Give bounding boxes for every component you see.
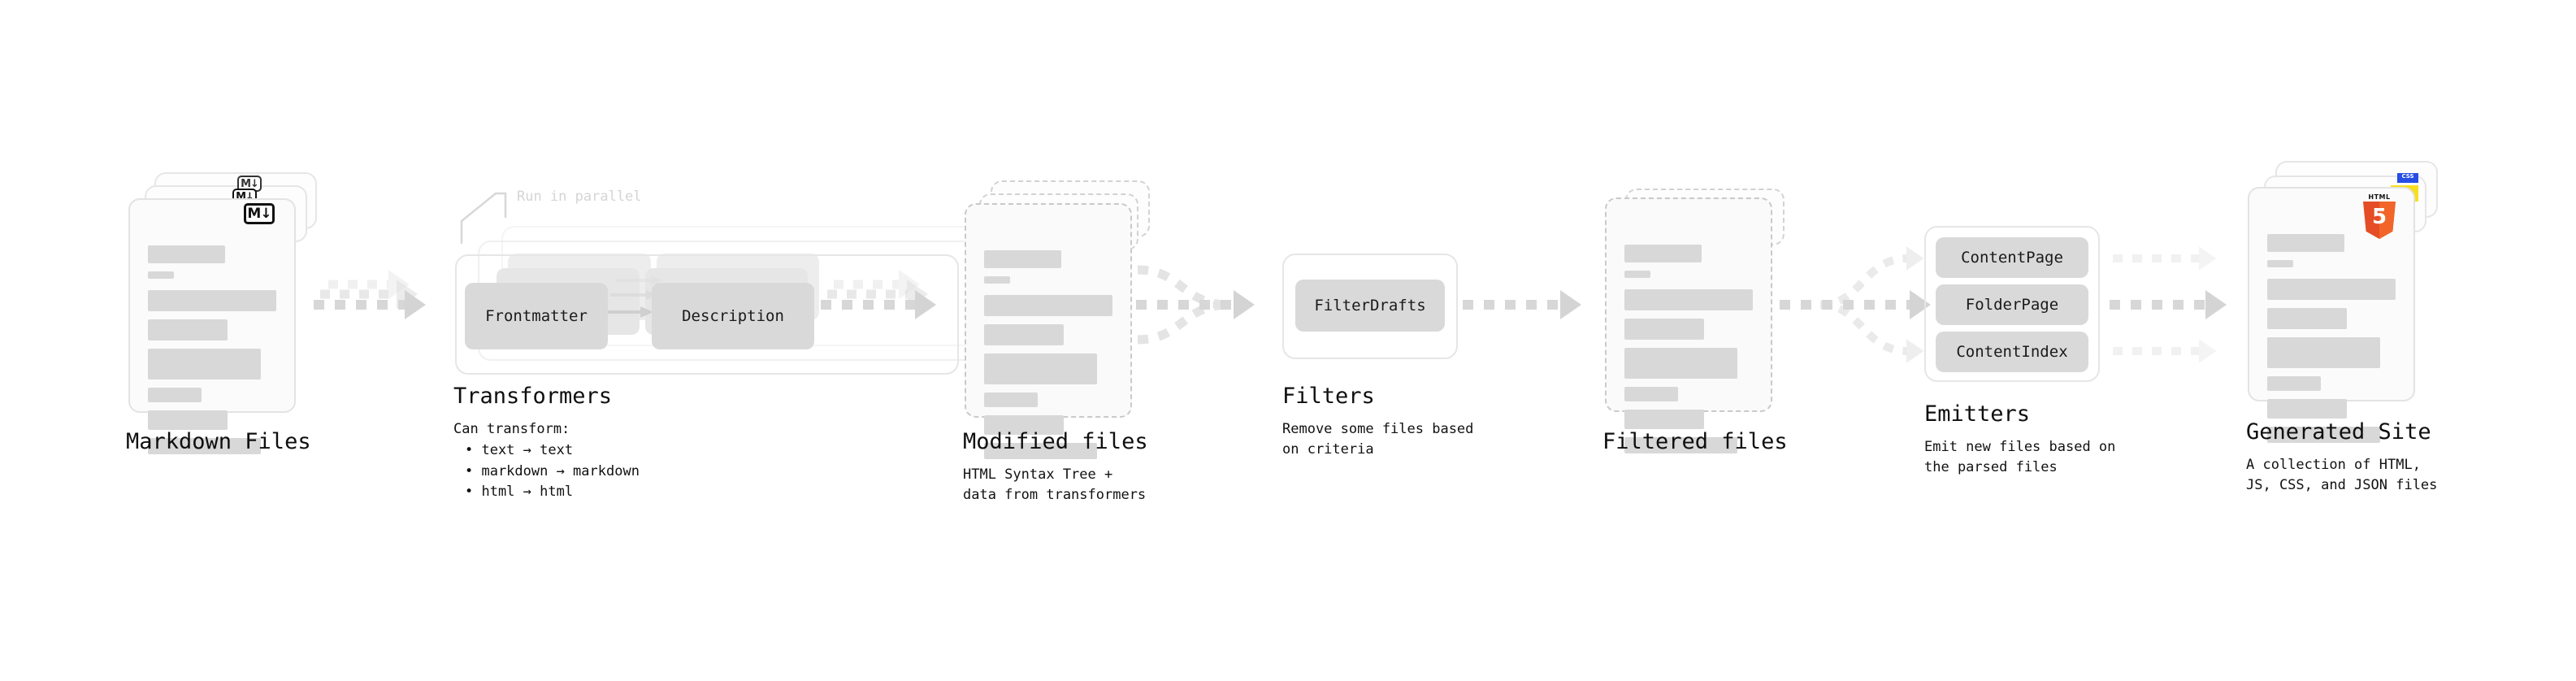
css-badge: CSS [2397, 173, 2418, 183]
stage-title-emitters: Emitters [1924, 401, 2031, 427]
transformer-chip-description[interactable]: Description [652, 283, 814, 349]
stage-generated-site: CSS HTML 5 Generated Site A collection o… [0, 0, 2438, 493]
connector-markdown-to-transformers [314, 270, 426, 319]
emitters-subtitle: Emit new files based on the parsed files [1924, 439, 2116, 475]
stage-title-generated-site: Generated Site [2246, 419, 2431, 445]
stage-title-modified: Modified files [963, 429, 1148, 454]
connector-filters-to-filtered [1463, 290, 1581, 319]
stage-title-filtered: Filtered files [1602, 429, 1788, 454]
transformer-chip-frontmatter[interactable]: Frontmatter [465, 283, 608, 349]
html5-shield-inner [2379, 202, 2396, 239]
transformers-subtitle: Can transform: [453, 421, 570, 437]
html5-digit: 5 [2371, 205, 2387, 229]
file-skeleton [2267, 234, 2396, 451]
connector-filtered-to-emitters [1780, 246, 1931, 363]
modified-subtitle: HTML Syntax Tree + data from transformer… [963, 466, 1147, 503]
filters-panel [1282, 254, 1458, 359]
modified-file-card[interactable] [965, 203, 1132, 459]
html5-badge: HTML 5 [2363, 193, 2396, 239]
generated-site-subtitle: A collection of HTML, JS, CSS, and JSON … [2246, 457, 2438, 493]
connector-modified-to-filters [1136, 265, 1255, 345]
emitter-chip-folderpage[interactable]: FolderPage [1936, 284, 2088, 325]
run-in-parallel-note: Run in parallel [517, 189, 642, 205]
connector-emitters-to-site [2110, 246, 2227, 363]
filters-subtitle: Remove some files based on criteria [1282, 421, 1474, 458]
bullet-markdown: • markdown → markdown [465, 462, 640, 479]
file-skeleton [1624, 245, 1753, 462]
stage-title-markdown: Markdown Files [126, 429, 311, 454]
bullet-text: • text → text [465, 442, 574, 458]
file-skeleton [984, 250, 1112, 467]
transformers-bullets: • text → text • markdown → markdown • ht… [465, 440, 640, 503]
stage-title-transformers: Transformers [453, 384, 613, 409]
bullet-html: • html → html [465, 484, 574, 500]
markdown-badge-back: M↓ [237, 176, 262, 192]
stage-title-filters: Filters [1282, 384, 1375, 409]
emitter-chip-contentindex[interactable]: ContentIndex [1936, 332, 2088, 372]
markdown-file-card[interactable] [128, 198, 296, 454]
filtered-file-card[interactable] [1605, 197, 1772, 453]
filter-chip-filterdrafts[interactable]: FilterDrafts [1295, 280, 1445, 332]
emitter-chip-contentpage[interactable]: ContentPage [1936, 237, 2088, 278]
transformer-panel-front [455, 254, 959, 375]
generated-site-card[interactable] [2248, 187, 2415, 443]
emitters-panel [1924, 226, 2100, 382]
file-skeleton [148, 245, 276, 462]
html5-label: HTML [2368, 193, 2391, 201]
markdown-badge: M↓ [244, 203, 275, 224]
